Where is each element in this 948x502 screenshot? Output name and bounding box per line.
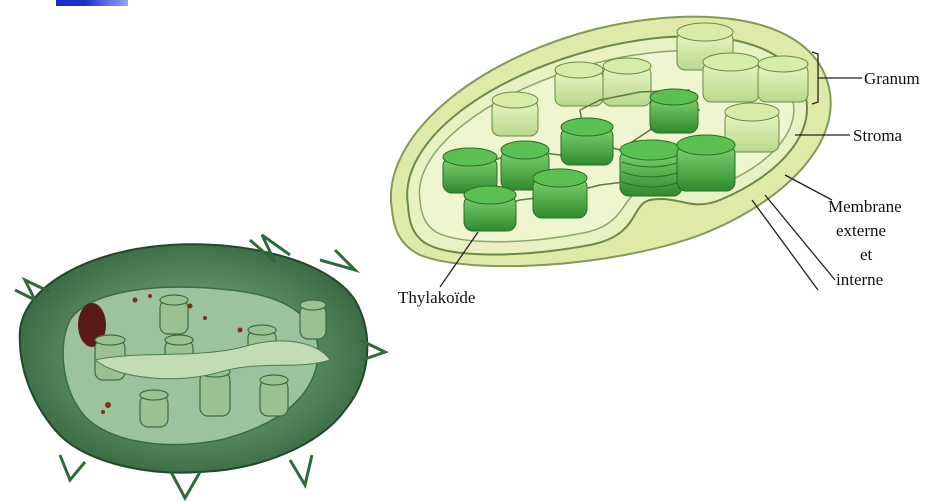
label-membrane-line1: Membrane <box>828 197 902 217</box>
granum-stack <box>561 118 613 165</box>
granum-stack <box>603 58 651 106</box>
granum-stack <box>620 140 682 196</box>
granum-stack <box>464 186 516 231</box>
label-granum: Granum <box>864 69 920 89</box>
granum-stack <box>492 92 538 136</box>
label-membrane-line4: interne <box>836 270 883 290</box>
granum-stack <box>677 135 735 191</box>
granum-stack <box>703 53 759 102</box>
granum-stack <box>555 62 603 106</box>
label-stroma: Stroma <box>853 126 902 146</box>
granum-stack <box>758 56 808 102</box>
chloroplast-cutaway-illustration <box>15 235 385 498</box>
label-membrane-line2: externe <box>836 221 886 241</box>
granum-stack <box>533 169 587 218</box>
label-thylakoide: Thylakoïde <box>398 288 475 308</box>
granum-stack <box>650 89 698 133</box>
chloroplast-diagram <box>391 17 862 290</box>
label-membrane-line3: et <box>860 245 872 265</box>
